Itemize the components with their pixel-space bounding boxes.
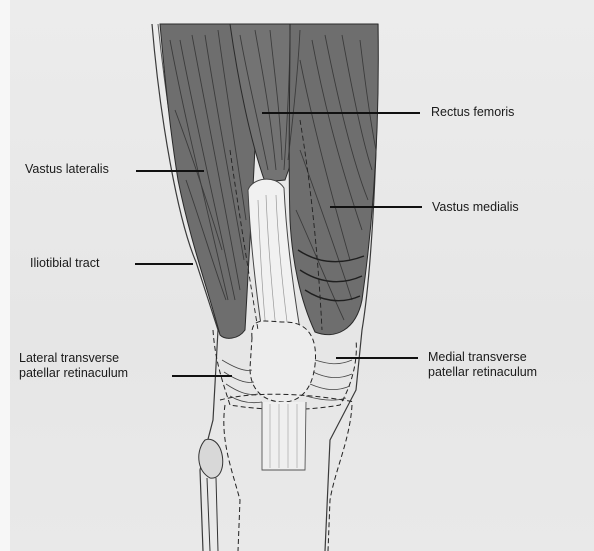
lateral-retinaculum-leader [172, 375, 232, 377]
medial-retinaculum-line2: patellar retinaculum [428, 365, 537, 380]
medial-retinaculum-label: Medial transverse patellar retinaculum [428, 350, 537, 380]
vastus-lateralis-leader [136, 170, 204, 172]
vastus-medialis-label: Vastus medialis [432, 200, 519, 215]
medial-retinaculum-line1: Medial transverse [428, 350, 537, 365]
lateral-retinaculum-line1: Lateral transverse [19, 351, 128, 366]
iliotibial-tract-label: Iliotibial tract [30, 256, 99, 271]
vastus-medialis-leader [330, 206, 422, 208]
tibia-outline-lateral [224, 405, 240, 551]
medial-retinaculum-leader [336, 357, 418, 359]
lateral-retinaculum-line2: patellar retinaculum [19, 366, 128, 381]
fibula-shaft [207, 478, 218, 551]
tibia-outline-medial [328, 405, 352, 551]
vastus-lateralis-label: Vastus lateralis [25, 162, 109, 177]
lateral-retinaculum-label: Lateral transverse patellar retinaculum [19, 351, 128, 381]
iliotibial-tract-leader [135, 263, 193, 265]
page-edge [0, 0, 10, 551]
fibular-head [199, 439, 223, 478]
patella [250, 321, 316, 402]
rectus-femoris-leader [262, 112, 420, 114]
patellar-ligament [262, 402, 306, 470]
rectus-femoris-label: Rectus femoris [431, 105, 514, 120]
